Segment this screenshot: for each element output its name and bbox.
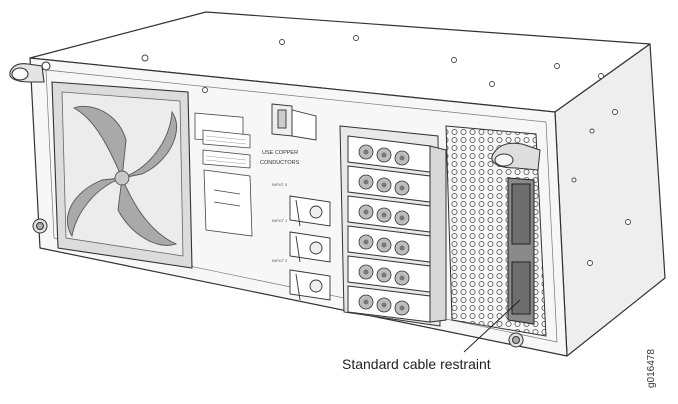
- conductors-text: CONDUCTORS: [260, 160, 300, 166]
- callout-leader-line: [463, 299, 521, 353]
- label-panel: [194, 112, 253, 237]
- use-copper-text: USE COPPER: [262, 150, 298, 156]
- front-screw-right: [508, 332, 524, 348]
- cable-restraint: [507, 177, 535, 325]
- ground-lug: [271, 103, 317, 141]
- fan-assembly: [51, 81, 193, 269]
- breaker-switch-0: [289, 195, 331, 227]
- front-screw-left: [32, 218, 48, 234]
- input-mid-label: INPUT 1: [272, 218, 288, 223]
- chassis-screws: [141, 35, 631, 266]
- breaker-switch-2: [289, 269, 331, 301]
- breaker-switch-1: [289, 231, 331, 263]
- warning-text-lines: [205, 135, 247, 165]
- right-handle: [491, 142, 541, 171]
- figure-id: g016478: [646, 349, 657, 388]
- fan-icon: [67, 105, 178, 246]
- left-handle: [9, 61, 51, 83]
- terminal-block: [339, 125, 447, 327]
- input-bot-label: INPUT 2: [272, 258, 288, 263]
- input-top-label: INPUT 0: [272, 182, 288, 187]
- breaker-switches: [289, 195, 331, 301]
- callout-label: Standard cable restraint: [342, 356, 491, 372]
